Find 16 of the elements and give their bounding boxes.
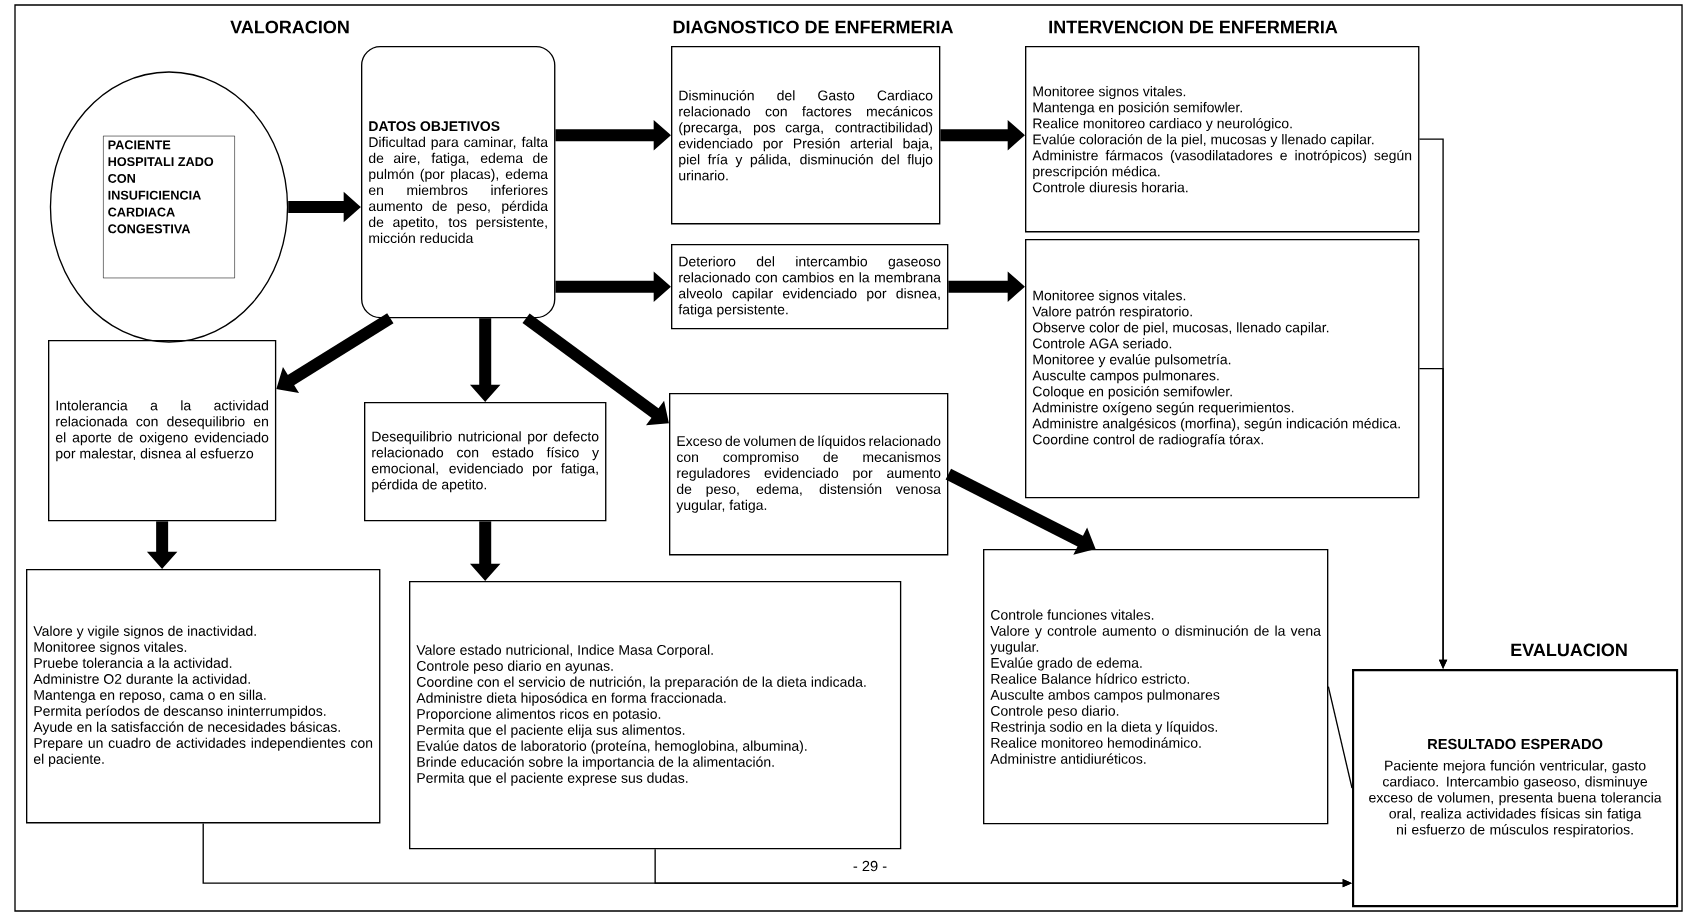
block-arrow xyxy=(276,313,394,393)
diagnosis-box: Exceso de volumen de líquidos relacionado con compromiso de mecanismos reguladores evidenciado por aumento de peso, edema, distensión venosa yugular, fatiga. xyxy=(669,393,949,556)
diagnosis-box: Deterioro del intercambio gaseoso relacionado con cambios en la membrana alveolo capilar evidenciado por disnea, fatiga persistente. xyxy=(671,244,949,330)
page-number: - 29 - xyxy=(853,860,887,872)
intervention-box: Valore estado nutricional, Indice Masa Corporal. Controle peso diario en ayunas. Coordine con el servicio de nutrición, la preparación de la dieta indicada. Administre dieta hiposódica en forma fraccionada. Proporcione alimentos ricos en potasio. Permita que el paciente elija sus alimentos. Evalúe datos de laboratorio (proteína, hemoglobina, albumina). Brinde educación sobre la importancia de la alimentación. Permita que el paciente exprese sus dudas. xyxy=(409,581,902,850)
diagnosis-box: Intolerancia a la actividad relacionada con desequilibrio en el aporte de oxigeno evidenciado por malestar, disnea al esfuerzo xyxy=(48,340,277,522)
result-box: RESULTADO ESPERADO Paciente mejora función ventricular, gasto cardiaco. Intercambio gaseoso, disminuye exceso de volumen, presenta buena tolerancia oral, realiza actividades físicas sin fatiga ni esfuerzo de músculos respiratorios. xyxy=(1352,669,1679,908)
diagnosis-box: Desequilibrio nutricional por defecto relacionado con estado físico y emocional, evidenciado por fatiga, pérdida de apetito. xyxy=(364,402,607,522)
diagnosis-box: Disminución del Gasto Cardiaco relacionado con factores mecánicos (precarga, pos carga, contractibilidad) evidenciado por Presión arterial baja, piel fría y pálida, disminución del flujo urinario. xyxy=(671,46,941,225)
section-heading: EVALUACION xyxy=(1511,643,1627,657)
intervention-box: Monitoree signos vitales. Valore patrón respiratorio. Observe color de piel, mucosas, llenado capilar. Controle AGA seriado. Monitoree y evalúe pulsometría. Ausculte campos pulmonares. Coloque en posición semifowler. Administre oxígeno según requerimientos. Administre analgésicos (morfina), según indicación médica. Coordine control de radiografía tórax. xyxy=(1025,239,1420,499)
intervention-box: Controle funciones vitales. Valore y controle aumento o disminución de la vena yugular. Evalúe grado de edema. Realice Balance hídrico estricto. Ausculte ambos campos pulmonares Controle peso diario. Restrinja sodio en la dieta y líquidos. Realice monitoreo hemodinámico. Administre antidiuréticos. xyxy=(983,549,1329,825)
column-heading: VALORACION xyxy=(230,20,349,34)
data-box: DATOS OBJETIVOS Dificultad para caminar, falta de aire, fatiga, edema de pulmón (por placas), edema en miembros inferiores aumento de peso, pérdida de apetito, tos persistente, micción reducida xyxy=(361,46,556,319)
intervention-box: Valore y vigile signos de inactividad. Monitoree signos vitales. Pruebe tolerancia a la actividad. Administre O2 durante la actividad. Mantenga en reposo, cama o en silla. Permita períodos de descanso ininterrumpidos. Ayude en la satisfacción de necesidades básicas. Prepare un cuadro de actividades independientes con el paciente. xyxy=(26,569,381,824)
intervention-box: Monitoree signos vitales. Mantenga en posición semifowler. Realice monitoreo cardiaco y neurológico. Evalúe coloración de la piel, mucosas y llenado capilar. Administre fármacos (vasodilatadores e inotrópicos) según prescripción médica. Controle diuresis horaria. xyxy=(1025,46,1420,233)
